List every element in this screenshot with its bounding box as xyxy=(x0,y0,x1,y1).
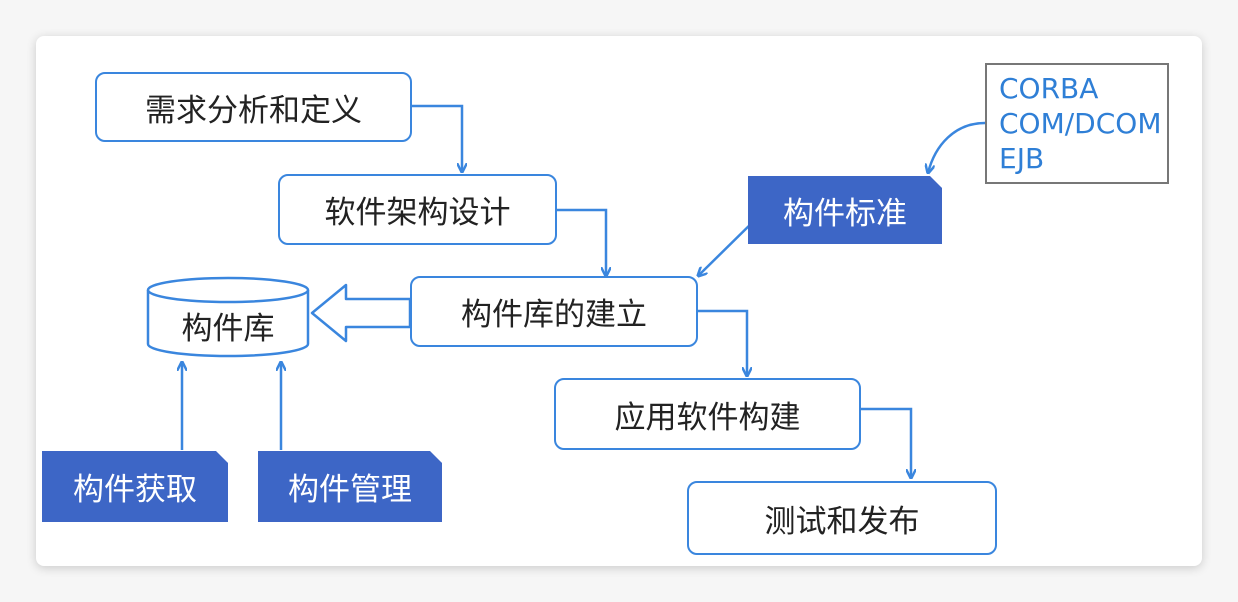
standard-corba: CORBA xyxy=(999,72,1099,105)
tag-component-manage: 构件管理 xyxy=(258,451,442,522)
tag-component-standard: 构件标准 xyxy=(748,176,942,244)
step-architecture-design: 软件架构设计 xyxy=(278,174,557,245)
standard-ejb: EJB xyxy=(999,142,1045,175)
arrow-library-build-to-library xyxy=(310,283,412,343)
standard-com-dcom: COM/DCOM xyxy=(999,107,1162,140)
arrow-requirements-to-architecture xyxy=(411,104,462,172)
step-application-build: 应用软件构建 xyxy=(554,378,861,450)
tag-component-acquire: 构件获取 xyxy=(42,451,228,522)
arrow-app-build-to-test-release xyxy=(860,407,911,478)
database-cylinder xyxy=(146,276,310,358)
step-library-build: 构件库的建立 xyxy=(410,276,698,347)
arrow-library-build-to-app-build xyxy=(697,309,747,376)
step-test-release-label: 测试和发布 xyxy=(764,503,920,540)
step-application-build-label: 应用软件构建 xyxy=(614,399,801,436)
step-test-release: 测试和发布 xyxy=(687,481,997,555)
step-requirements-analysis: 需求分析和定义 xyxy=(95,72,412,142)
step-architecture-design-label: 软件架构设计 xyxy=(324,195,511,231)
step-library-build-label: 构件库的建立 xyxy=(461,297,647,333)
standards-list-box: CORBA COM/DCOM EJB xyxy=(985,63,1169,184)
tag-component-standard-label: 构件标准 xyxy=(783,195,907,232)
arrow-standards-to-standard-tag xyxy=(928,121,986,173)
tag-component-manage-label: 构件管理 xyxy=(288,472,412,508)
arrow-architecture-to-library-build xyxy=(556,208,606,276)
step-requirements-analysis-label: 需求分析和定义 xyxy=(145,92,362,129)
component-library-label: 构件库 xyxy=(181,310,275,347)
tag-component-acquire-label: 构件获取 xyxy=(73,472,197,508)
